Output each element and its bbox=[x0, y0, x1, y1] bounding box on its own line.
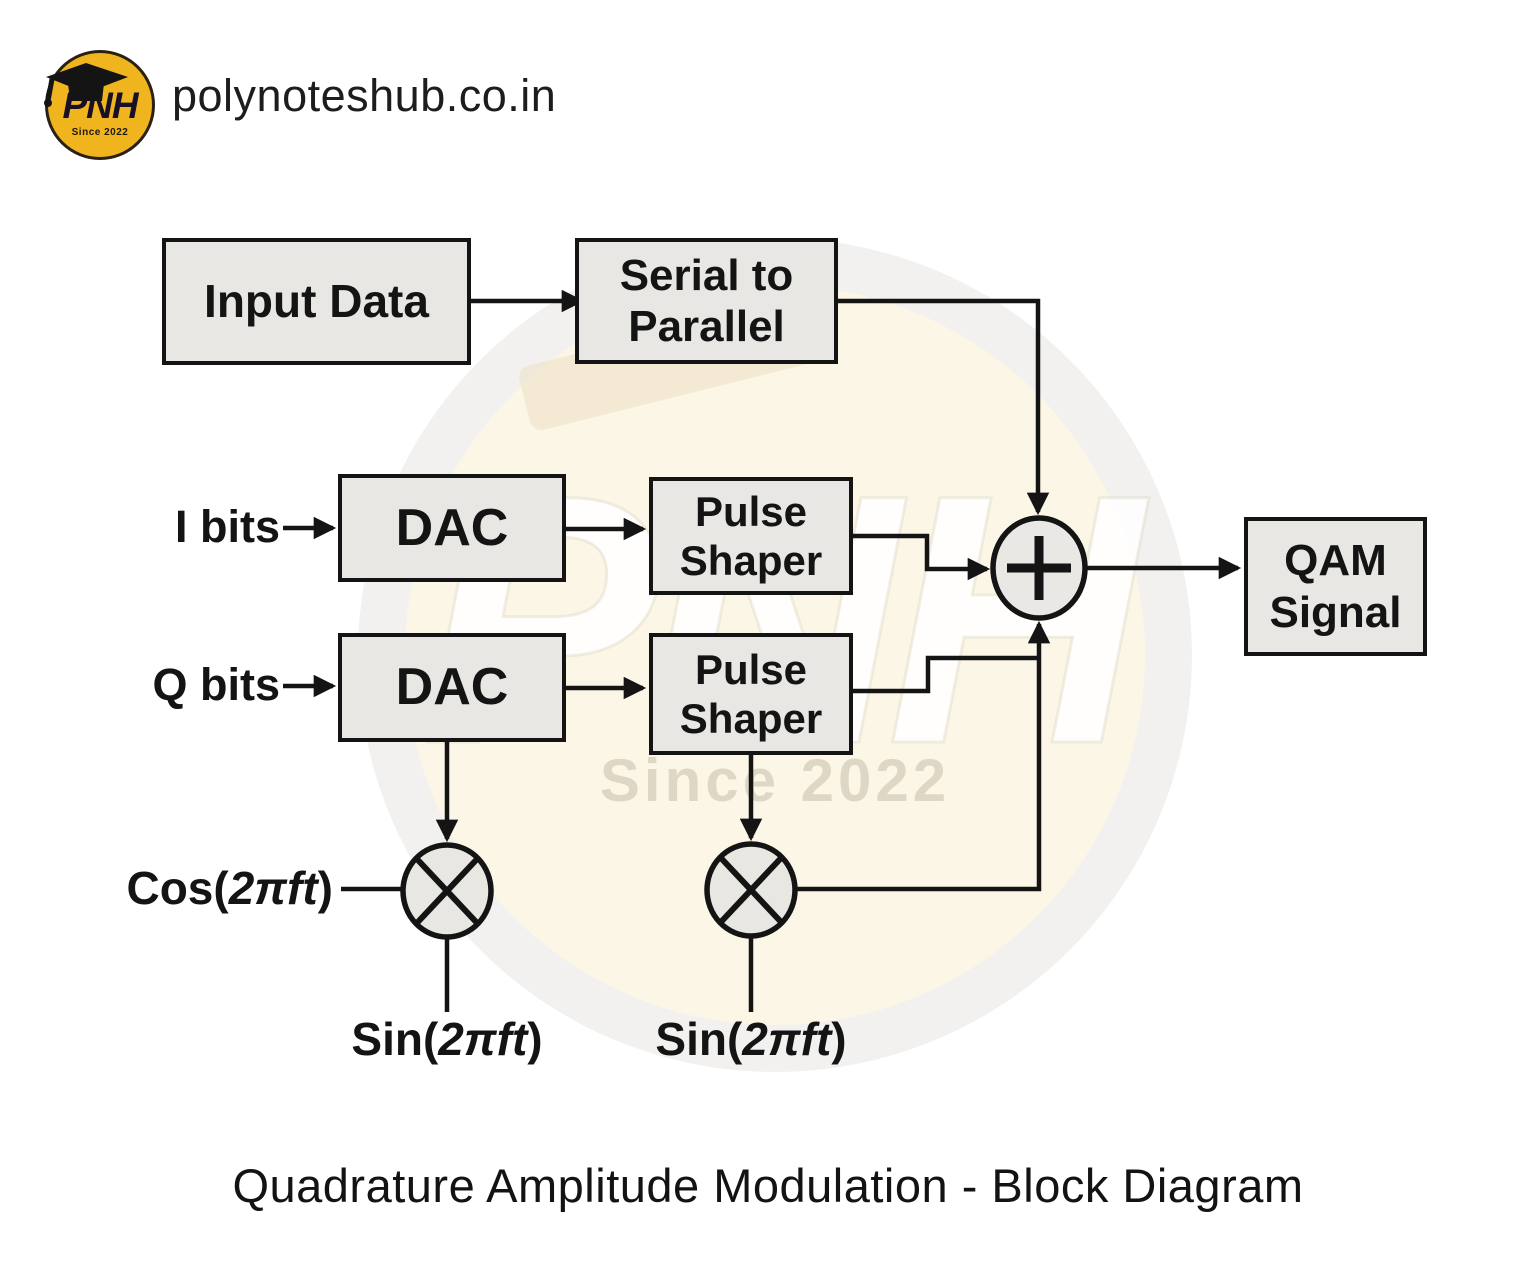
cos-arg: 2πft bbox=[228, 862, 318, 914]
block-dac-q: DAC bbox=[338, 633, 566, 742]
multiply-symbol bbox=[717, 854, 785, 926]
connector-s2p-to-sum bbox=[838, 298, 1050, 516]
sin2-post: ) bbox=[831, 1013, 847, 1065]
connector-pulseshaperi-to-sum bbox=[853, 533, 991, 581]
label-sin-carrier-2: Sin(2πft) bbox=[601, 1014, 901, 1065]
block-input-data: Input Data bbox=[162, 238, 471, 365]
sin2-arg: 2πft bbox=[742, 1013, 832, 1065]
connector-pulseshaperq-to-sumline bbox=[853, 655, 1041, 694]
block-pulse-shaper-q: Pulse Shaper bbox=[649, 633, 853, 755]
label-cos-carrier: Cos(2πft) bbox=[103, 863, 333, 914]
summing-junction bbox=[990, 515, 1088, 621]
sin1-post: ) bbox=[527, 1013, 543, 1065]
cos-pre: Cos( bbox=[126, 862, 229, 914]
block-serial-to-parallel: Serial to Parallel bbox=[575, 238, 838, 364]
block-pulse-shaper-i: Pulse Shaper bbox=[649, 477, 853, 595]
mixer-1 bbox=[400, 842, 494, 940]
sum-symbol bbox=[1007, 536, 1071, 600]
connector-mixer2-to-sum bbox=[795, 620, 1051, 892]
site-name: polynoteshub.co.in bbox=[172, 70, 557, 121]
multiply-symbol bbox=[413, 855, 481, 927]
sin2-pre: Sin( bbox=[655, 1013, 743, 1065]
block-dac-i: DAC bbox=[338, 474, 566, 582]
sin1-arg: 2πft bbox=[438, 1013, 528, 1065]
graduation-cap-icon bbox=[44, 63, 128, 107]
watermark-since-text: Since 2022 bbox=[599, 747, 951, 814]
mixer-2 bbox=[704, 841, 798, 939]
label-q-bits: Q bits bbox=[152, 659, 280, 710]
sin1-pre: Sin( bbox=[351, 1013, 439, 1065]
diagram-caption: Quadrature Amplitude Modulation - Block … bbox=[232, 1159, 1304, 1212]
block-qam-signal: QAM Signal bbox=[1244, 517, 1427, 656]
label-sin-carrier-1: Sin(2πft) bbox=[297, 1014, 597, 1065]
site-logo: PNH Since 2022 bbox=[44, 50, 155, 160]
cos-post: ) bbox=[317, 862, 333, 914]
label-i-bits: I bits bbox=[174, 501, 280, 552]
logo-since: Since 2022 bbox=[71, 126, 129, 138]
